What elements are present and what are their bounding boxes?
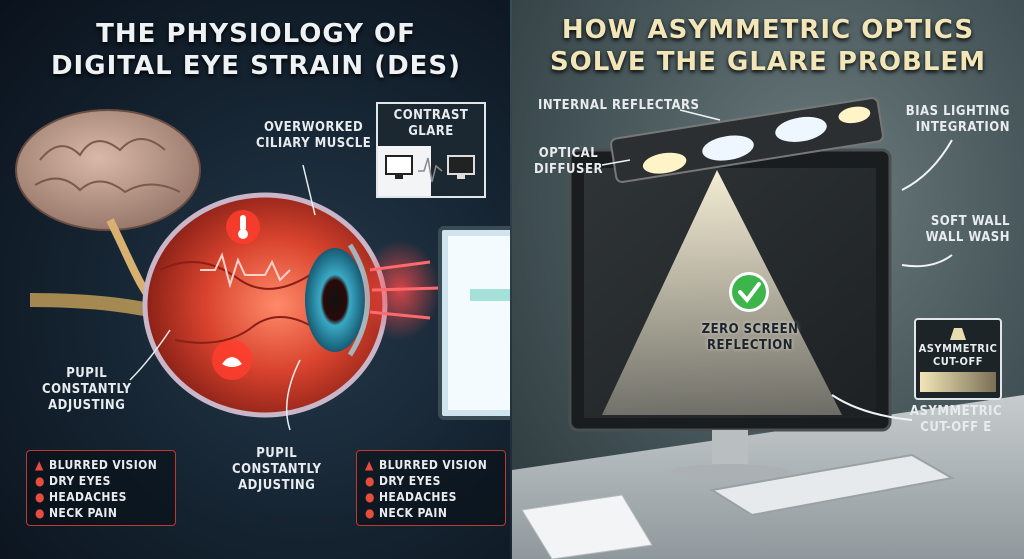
optical-diffuser-label: OPTICAL DIFFUSER xyxy=(534,146,603,177)
bias-lighting-label: BIAS LIGHTING INTEGRATION xyxy=(905,104,1010,135)
paper xyxy=(521,494,653,559)
internal-reflectars-label: INTERNAL REFLECTARS xyxy=(538,98,700,113)
light-beam xyxy=(602,170,842,415)
symptom-item: ▲BLURRED VISION xyxy=(365,458,488,472)
right-title-line2: SOLVE THE GLARE PROBLEM xyxy=(549,47,987,77)
symptom-item: ●NECK PAIN xyxy=(365,506,448,520)
dot-icon: ● xyxy=(365,506,375,520)
keyboard xyxy=(709,453,955,517)
cutoff-box-label: ASYMMETRIC CUT-OFF xyxy=(918,342,998,368)
ciliary-muscle-label: OVERWORKED CILIARY MUSCLE xyxy=(256,120,372,151)
asymmetric-cutoff-box: ASYMMETRIC CUT-OFF xyxy=(914,318,1002,400)
contrast-glare-label: CONTRAST GLARE xyxy=(393,108,469,139)
dot-icon: ● xyxy=(365,490,375,504)
warning-icon: ▲ xyxy=(35,458,44,472)
right-title: HOW ASYMMETRIC OPTICS SOLVE THE GLARE PR… xyxy=(512,14,1024,78)
symptom-item: ●NECK PAIN xyxy=(35,506,118,520)
symptoms-list-left: ▲BLURRED VISION ●DRY EYES ●HEADACHES ●NE… xyxy=(26,450,176,526)
pupil-label-left: PUPIL CONSTANTLY ADJUSTING xyxy=(42,366,132,413)
symptom-item: ●HEADACHES xyxy=(365,490,457,504)
pupil-label-center: PUPIL CONSTANTLY ADJUSTING xyxy=(232,446,322,493)
brain xyxy=(15,109,201,231)
left-title-line2: DIGITAL EYE STRAIN (DES) xyxy=(50,51,462,81)
monitor-illustration xyxy=(512,97,1024,559)
cutoff-gradient xyxy=(920,372,996,392)
dot-icon: ● xyxy=(35,474,45,488)
symptom-item: ●DRY EYES xyxy=(35,474,111,488)
dot-icon: ● xyxy=(35,490,45,504)
left-panel: THE PHYSIOLOGY OF DIGITAL EYE STRAIN (DE… xyxy=(0,0,512,559)
dot-icon: ● xyxy=(365,474,375,488)
left-title-line1: THE PHYSIOLOGY OF xyxy=(96,19,416,49)
right-panel: HOW ASYMMETRIC OPTICS SOLVE THE GLARE PR… xyxy=(512,0,1024,559)
zero-reflection-label: ZERO SCREEN REFLECTION xyxy=(701,322,799,353)
iris xyxy=(305,248,365,352)
contrast-monitors-icon xyxy=(385,155,475,183)
symptoms-list-center: ▲BLURRED VISION ●DRY EYES ●HEADACHES ●NE… xyxy=(356,450,506,526)
symptom-item: ●HEADACHES xyxy=(35,490,127,504)
asymmetric-cutoff-label: ASYMMETRIC CUT-OFF E xyxy=(909,404,1003,435)
cutoff-lamp-icon xyxy=(950,328,966,340)
contrast-glare-box: CONTRAST GLARE xyxy=(376,102,486,198)
left-title: THE PHYSIOLOGY OF DIGITAL EYE STRAIN (DE… xyxy=(0,18,512,82)
right-title-line1: HOW ASYMMETRIC OPTICS xyxy=(561,15,975,45)
eye-illustration xyxy=(15,109,512,431)
warning-icon: ▲ xyxy=(365,458,374,472)
symptom-item: ▲BLURRED VISION xyxy=(35,458,158,472)
soft-wall-wash-label: SOFT WALL WALL WASH xyxy=(925,214,1010,245)
symptom-item: ●DRY EYES xyxy=(365,474,441,488)
dot-icon: ● xyxy=(35,506,45,520)
